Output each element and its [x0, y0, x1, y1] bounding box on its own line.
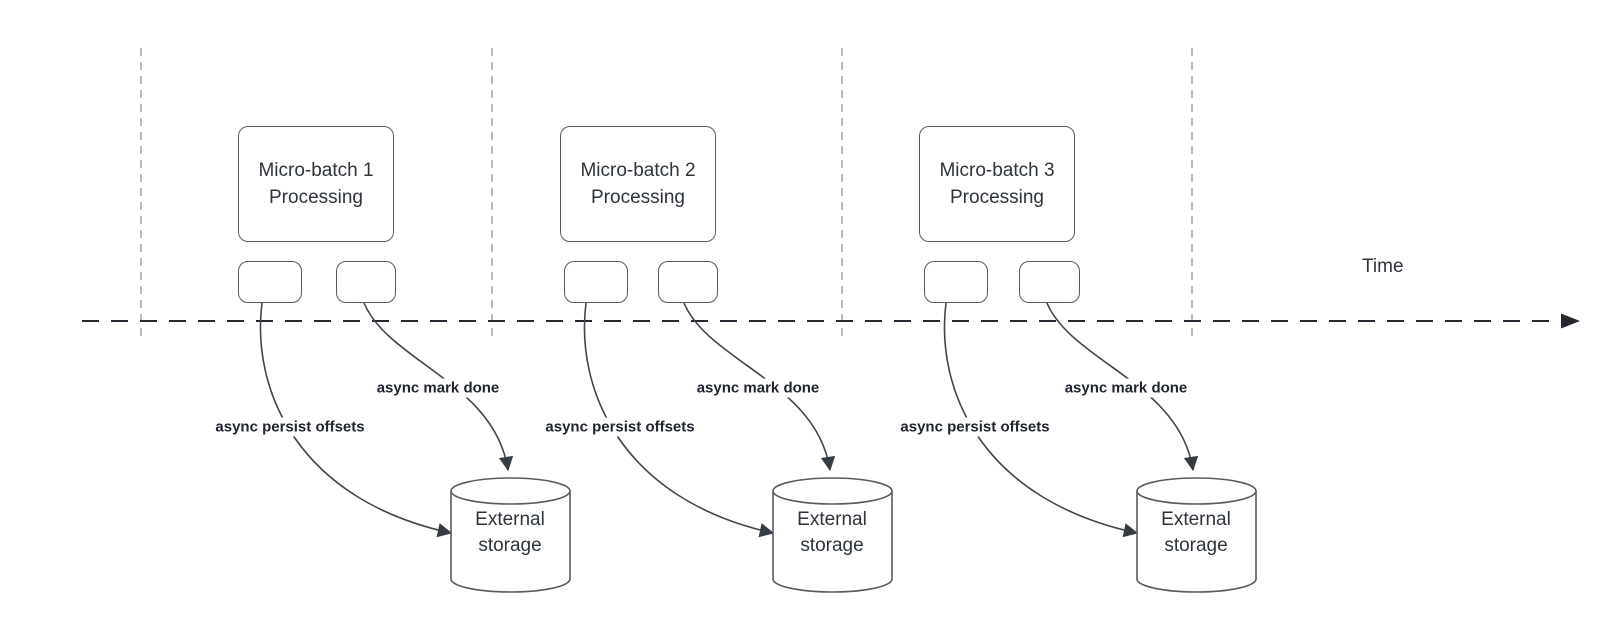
- mark-done-connector-3: [1046, 302, 1199, 472]
- micro-batch-2-box: Micro-batch 2 Processing: [560, 126, 716, 242]
- cylinder-body-3: [1136, 491, 1257, 593]
- external-storage-label-1-line2: storage: [478, 535, 542, 556]
- mark-done-connector-1: [363, 302, 514, 472]
- external-storage-label-1-line1: External: [475, 509, 545, 530]
- time-axis-label: Time: [1362, 256, 1404, 277]
- micro-batch-3-box: Micro-batch 3 Processing: [919, 126, 1075, 242]
- time-interval-guides: [140, 48, 1193, 338]
- micro-batch-1-subtask-box-right: [336, 261, 396, 303]
- external-storage-label-3: External storage: [1140, 507, 1252, 559]
- external-storage-cylinder-1: [450, 477, 571, 593]
- micro-batch-1-title-line2: Processing: [269, 187, 363, 208]
- mark-done-label-1: async mark done: [373, 378, 503, 398]
- micro-batch-2-title-line2: Processing: [591, 187, 685, 208]
- external-storage-label-3-line1: External: [1161, 509, 1231, 530]
- micro-batch-1-box: Micro-batch 1 Processing: [238, 126, 394, 242]
- micro-batch-3-connectors: [943, 302, 1199, 538]
- timeline-arrowhead-icon: [1561, 313, 1580, 329]
- cylinder-top-2: [772, 477, 893, 505]
- cylinder-body-2: [772, 491, 893, 593]
- micro-batch-2-subtask-box-left: [564, 261, 628, 303]
- persist-offsets-label-2: async persist offsets: [542, 417, 698, 437]
- micro-batch-2-connectors: [583, 302, 836, 538]
- micro-batch-1-title-line1: Micro-batch 1: [258, 160, 374, 181]
- mark-done-label-2: async mark done: [693, 378, 823, 398]
- micro-batch-3-subtask-box-left: [924, 261, 988, 303]
- mark-done-label-3: async mark done: [1061, 378, 1191, 398]
- micro-batch-3-subtask-box-right: [1019, 261, 1080, 303]
- persist-offsets-connector-1: [259, 302, 453, 538]
- persist-offsets-label-3: async persist offsets: [897, 417, 1053, 437]
- external-storage-label-2-line1: External: [797, 509, 867, 530]
- cylinder-body-1: [450, 491, 571, 593]
- storage-cylinders: [450, 477, 1257, 593]
- external-storage-label-3-line2: storage: [1164, 535, 1228, 556]
- persist-offsets-connector-3: [943, 302, 1139, 538]
- micro-batch-2-subtask-box-right: [658, 261, 718, 303]
- external-storage-cylinder-3: [1136, 477, 1257, 593]
- external-storage-label-2-line2: storage: [800, 535, 864, 556]
- micro-batch-1-subtask-box-left: [238, 261, 302, 303]
- micro-batch-2-title-line1: Micro-batch 2: [580, 160, 696, 181]
- cylinder-top-1: [450, 477, 571, 505]
- micro-batch-3-title-line1: Micro-batch 3: [939, 160, 1055, 181]
- persist-offsets-connector-2: [583, 302, 775, 538]
- external-storage-label-2: External storage: [776, 507, 888, 559]
- external-storage-label-1: External storage: [454, 507, 566, 559]
- mark-done-connector-2: [683, 302, 836, 472]
- timeline-axis: [82, 313, 1580, 329]
- persist-offsets-label-1: async persist offsets: [212, 417, 368, 437]
- external-storage-cylinder-2: [772, 477, 893, 593]
- micro-batch-3-title-line2: Processing: [950, 187, 1044, 208]
- micro-batch-1-connectors: [259, 302, 514, 538]
- cylinder-top-3: [1136, 477, 1257, 505]
